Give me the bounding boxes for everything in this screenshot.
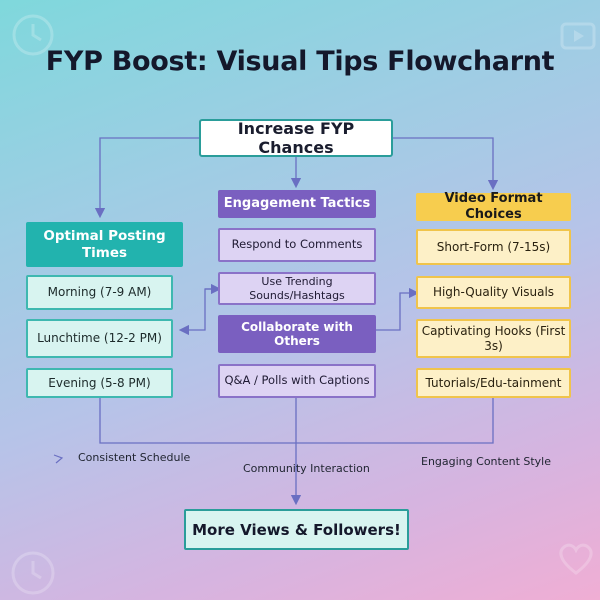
middle-footer-label: Community Interaction xyxy=(243,462,370,475)
start-node: Increase FYP Chances xyxy=(199,119,393,157)
column-header-video-format: Video Format Choices xyxy=(416,191,571,222)
heart-icon xyxy=(559,543,593,575)
left-item-lunchtime: Lunchtime (12-2 PM) xyxy=(26,319,173,358)
middle-item-collaborate: Collaborate with Others xyxy=(218,315,376,353)
result-node: More Views & Followers! xyxy=(184,509,409,550)
play-icon xyxy=(560,22,596,50)
middle-item-trending: Use Trending Sounds/Hashtags xyxy=(218,272,376,305)
left-item-morning: Morning (7-9 AM) xyxy=(26,275,173,310)
right-item-short-form: Short-Form (7-15s) xyxy=(416,229,571,265)
column-header-posting-times: Optimal Posting Times xyxy=(26,222,183,267)
right-item-hq-visuals: High-Quality Visuals xyxy=(416,276,571,309)
middle-item-comments: Respond to Comments xyxy=(218,228,376,262)
right-item-hooks: Captivating Hooks (First 3s) xyxy=(416,319,571,358)
right-item-tutorials: Tutorials/Edu-tainment xyxy=(416,368,571,398)
column-header-engagement: Engagement Tactics xyxy=(218,190,376,218)
right-footer-label: Engaging Content Style xyxy=(421,455,552,468)
clock-icon xyxy=(12,14,54,56)
clock-icon xyxy=(11,551,55,595)
page-title: FYP Boost: Visual Tips Flowcharnt xyxy=(45,46,555,77)
middle-item-qa-polls: Q&A / Polls with Captions xyxy=(218,364,376,398)
left-item-evening: Evening (5-8 PM) xyxy=(26,368,173,398)
left-footer-label: Consistent Schedule xyxy=(78,451,191,464)
